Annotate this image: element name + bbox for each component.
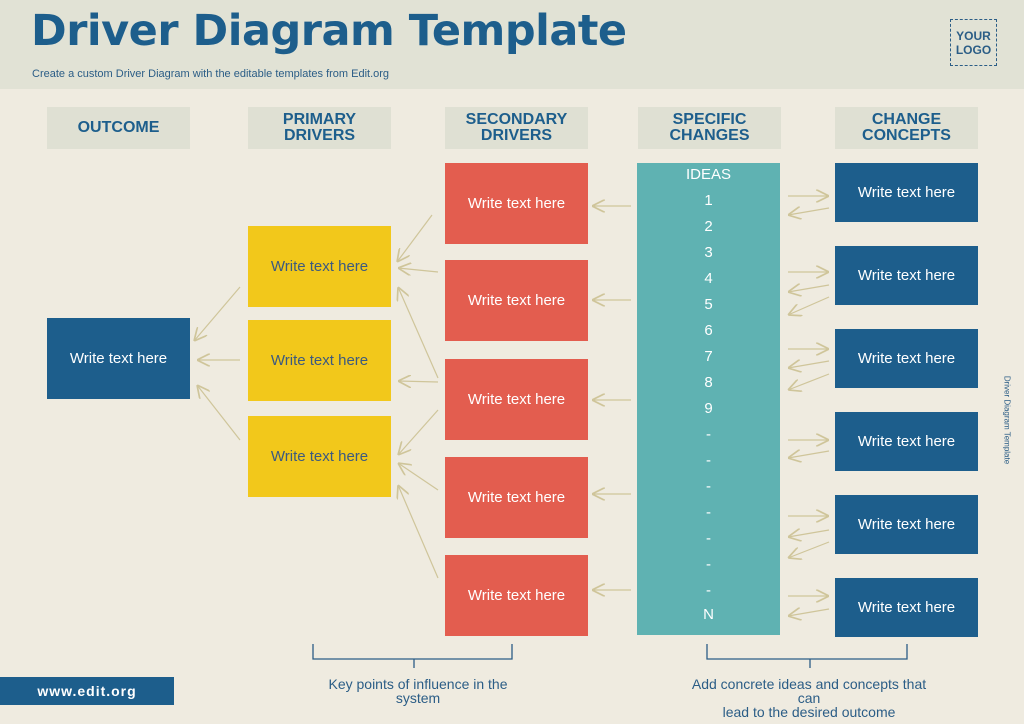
- note-key-points-line-2: system: [395, 690, 441, 706]
- note-key-points: Key points of influence in the system: [313, 677, 523, 705]
- primary-driver-box-3[interactable]: Write text here: [248, 416, 391, 497]
- secondary-driver-box-2[interactable]: Write text here: [445, 260, 588, 341]
- change-concept-box-6[interactable]: Write text here: [835, 578, 978, 637]
- secondary-driver-text: Write text here: [467, 391, 566, 408]
- column-header-specific-line-2: CHANGES: [669, 127, 750, 144]
- page-title: Driver Diagram Template: [31, 6, 627, 56]
- change-concept-text: Write text here: [857, 350, 956, 367]
- column-header-outcome-label: OUTCOME: [77, 119, 160, 136]
- change-concept-box-4[interactable]: Write text here: [835, 412, 978, 471]
- idea-item: -: [706, 478, 711, 495]
- arrow-from-concept2a: [788, 285, 830, 292]
- arrow-secondary3-to-primary2: [398, 381, 439, 382]
- arrow-from-concept1: [788, 208, 830, 215]
- secondary-driver-text: Write text here: [467, 489, 566, 506]
- arrow-from-concept3b: [788, 373, 830, 390]
- idea-item: 9: [704, 400, 713, 417]
- arrow-secondary3-to-primary3: [398, 409, 439, 455]
- idea-item: 5: [704, 296, 713, 313]
- header-band: [0, 0, 1024, 89]
- footer-site-text: www.edit.org: [37, 683, 137, 699]
- secondary-driver-text: Write text here: [467, 195, 566, 212]
- column-header-outcome: OUTCOME: [47, 107, 190, 149]
- footer-site-link[interactable]: www.edit.org: [0, 677, 174, 705]
- logo-line-1: YOUR: [956, 28, 991, 43]
- change-concept-text: Write text here: [857, 599, 956, 616]
- change-concept-text: Write text here: [857, 516, 956, 533]
- logo-placeholder[interactable]: YOUR LOGO: [950, 19, 997, 66]
- secondary-driver-text: Write text here: [467, 587, 566, 604]
- note-concrete-ideas-line-2: lead to the desired outcome: [722, 704, 896, 720]
- secondary-driver-box-3[interactable]: Write text here: [445, 359, 588, 440]
- arrow-from-concept5b: [788, 541, 830, 558]
- column-header-primary-drivers: PRIMARY DRIVERS: [248, 107, 391, 149]
- page-subtitle: Create a custom Driver Diagram with the …: [32, 68, 390, 80]
- idea-item: -: [706, 582, 711, 599]
- specific-changes-ideas-column[interactable]: IDEAS 1 2 3 4 5 6 7 8 9 - - - - - - - N: [637, 163, 780, 635]
- idea-item: -: [706, 504, 711, 521]
- idea-item: 1: [704, 192, 713, 209]
- idea-item: -: [706, 556, 711, 573]
- bracket-right: [706, 644, 908, 668]
- column-header-change-line-1: CHANGE: [871, 111, 942, 128]
- note-concrete-ideas: Add concrete ideas and concepts that can…: [680, 677, 938, 719]
- idea-item: 6: [704, 322, 713, 339]
- arrow-secondary5-to-primary3: [398, 485, 439, 579]
- change-concept-box-5[interactable]: Write text here: [835, 495, 978, 554]
- note-concrete-ideas-line-1: Add concrete ideas and concepts that can: [691, 676, 927, 706]
- note-key-points-line-1: Key points of influence in the: [328, 676, 508, 692]
- column-header-primary-line-1: PRIMARY: [282, 111, 357, 128]
- bracket-left: [312, 644, 513, 668]
- change-concept-box-1[interactable]: Write text here: [835, 163, 978, 222]
- column-header-change-concepts: CHANGE CONCEPTS: [835, 107, 978, 149]
- column-header-change-line-2: CONCEPTS: [862, 127, 951, 144]
- column-header-secondary-line-2: DRIVERS: [480, 127, 553, 144]
- idea-item: 3: [704, 244, 713, 261]
- change-concept-text: Write text here: [857, 433, 956, 450]
- change-concept-box-3[interactable]: Write text here: [835, 329, 978, 388]
- primary-driver-text: Write text here: [270, 352, 369, 369]
- arrow-primary1-to-outcome: [194, 286, 241, 341]
- outcome-box[interactable]: Write text here: [47, 318, 190, 399]
- arrow-primary3-to-outcome: [197, 385, 241, 441]
- change-concept-text: Write text here: [857, 267, 956, 284]
- arrow-from-concept3a: [788, 361, 830, 368]
- idea-item: 8: [704, 374, 713, 391]
- ideas-heading: IDEAS: [685, 166, 731, 183]
- column-header-specific-changes: SPECIFIC CHANGES: [638, 107, 781, 149]
- idea-item: -: [706, 426, 711, 443]
- column-header-secondary-drivers: SECONDARY DRIVERS: [445, 107, 588, 149]
- primary-driver-box-2[interactable]: Write text here: [248, 320, 391, 401]
- arrow-secondary1-to-primary1: [397, 214, 433, 262]
- idea-item: 2: [704, 218, 713, 235]
- idea-item: 7: [704, 348, 713, 365]
- secondary-driver-box-1[interactable]: Write text here: [445, 163, 588, 244]
- arrow-from-concept2b: [788, 296, 830, 315]
- primary-driver-text: Write text here: [270, 448, 369, 465]
- idea-item: -: [706, 452, 711, 469]
- secondary-driver-text: Write text here: [467, 292, 566, 309]
- primary-driver-text: Write text here: [270, 258, 369, 275]
- side-vertical-label: Driver Diagram Template: [1002, 375, 1012, 465]
- arrow-secondary2-to-primary1: [398, 268, 439, 272]
- arrow-secondary4-to-primary3: [398, 463, 439, 491]
- logo-line-2: LOGO: [955, 42, 992, 57]
- arrow-secondary3-to-primary1: [398, 287, 439, 379]
- arrow-from-concept5a: [788, 530, 830, 537]
- idea-item: N: [703, 606, 714, 623]
- change-concept-text: Write text here: [857, 184, 956, 201]
- outcome-box-text: Write text here: [69, 350, 168, 367]
- idea-item: 4: [704, 270, 713, 287]
- change-concept-box-2[interactable]: Write text here: [835, 246, 978, 305]
- secondary-driver-box-5[interactable]: Write text here: [445, 555, 588, 636]
- arrow-from-concept4: [788, 451, 830, 458]
- arrow-from-concept6: [788, 609, 830, 616]
- primary-driver-box-1[interactable]: Write text here: [248, 226, 391, 307]
- column-header-specific-line-1: SPECIFIC: [672, 111, 747, 128]
- column-header-secondary-line-1: SECONDARY: [465, 111, 568, 128]
- idea-item: -: [706, 530, 711, 547]
- column-header-primary-line-2: DRIVERS: [283, 127, 356, 144]
- secondary-driver-box-4[interactable]: Write text here: [445, 457, 588, 538]
